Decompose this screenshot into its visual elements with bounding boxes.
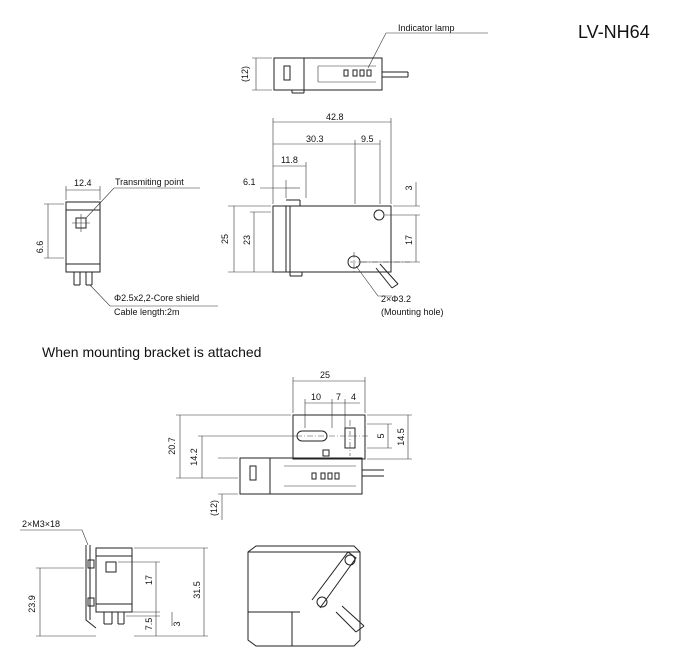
dim-6-1: 6.1 [243,177,256,187]
dim-f-23-9: 23.9 [27,595,37,613]
dim-9-5: 9.5 [361,134,374,144]
dim-f-17: 17 [144,575,154,585]
dim-3: 3 [404,185,414,190]
dim-side-12-4: 12.4 [74,178,92,188]
dim-11-8: 11.8 [281,155,298,165]
screws-label: 2×M3×18 [22,519,60,529]
dim-f-31-5: 31.5 [192,581,202,599]
dim-b-14-2: 14.2 [189,448,199,466]
cable-spec-label: Φ2.5x2,2-Core shield [114,293,199,303]
dim-b-10: 10 [311,392,321,402]
dim-f-7-5: 7.5 [144,618,154,631]
cable-length-label: Cable length:2m [114,307,180,317]
transmitting-point-label: Transmiting point [115,177,184,187]
dim-side-6-6: 6.6 [35,241,45,254]
dim-b-12: (12) [209,500,219,516]
bracket-heading: When mounting bracket is attached [42,344,261,360]
top-view: (12) Indicator lamp [240,23,488,94]
dim-b-7: 7 [336,392,341,402]
bracket-assembly-view [247,545,365,647]
dim-b-14-5: 14.5 [396,428,406,446]
dim-f-3: 3 [172,621,182,626]
dim-25: 25 [220,234,230,244]
mounting-holes-label: 2×Φ3.2 [381,294,411,304]
dim-b-25: 25 [320,370,330,380]
dim-b-4: 4 [351,392,356,402]
mounting-hole-note: (Mounting hole) [381,307,444,317]
dim-23: 23 [242,235,252,245]
indicator-lamp-label: Indicator lamp [398,23,455,33]
bracket-top-view: 25 10 7 4 5 14.5 20.7 14.2 (12) [167,370,412,520]
bracket-side-view: 2×M3×18 23.9 17 31.5 7.5 3 [20,519,208,637]
dim-b-20-7: 20.7 [167,437,177,455]
side-view: 12.4 Transmiting point 6.6 Φ2.5x2,2-Core… [35,177,218,317]
dim-top-12: (12) [240,66,250,82]
dim-42-8: 42.8 [326,112,344,122]
model-title: LV-NH64 [578,22,650,42]
dim-17: 17 [404,235,414,245]
front-view: 42.8 30.3 9.5 11.8 6.1 25 23 3 17 2×Φ3.2… [220,112,444,317]
dim-30-3: 30.3 [306,134,324,144]
dim-b-5: 5 [376,433,386,438]
